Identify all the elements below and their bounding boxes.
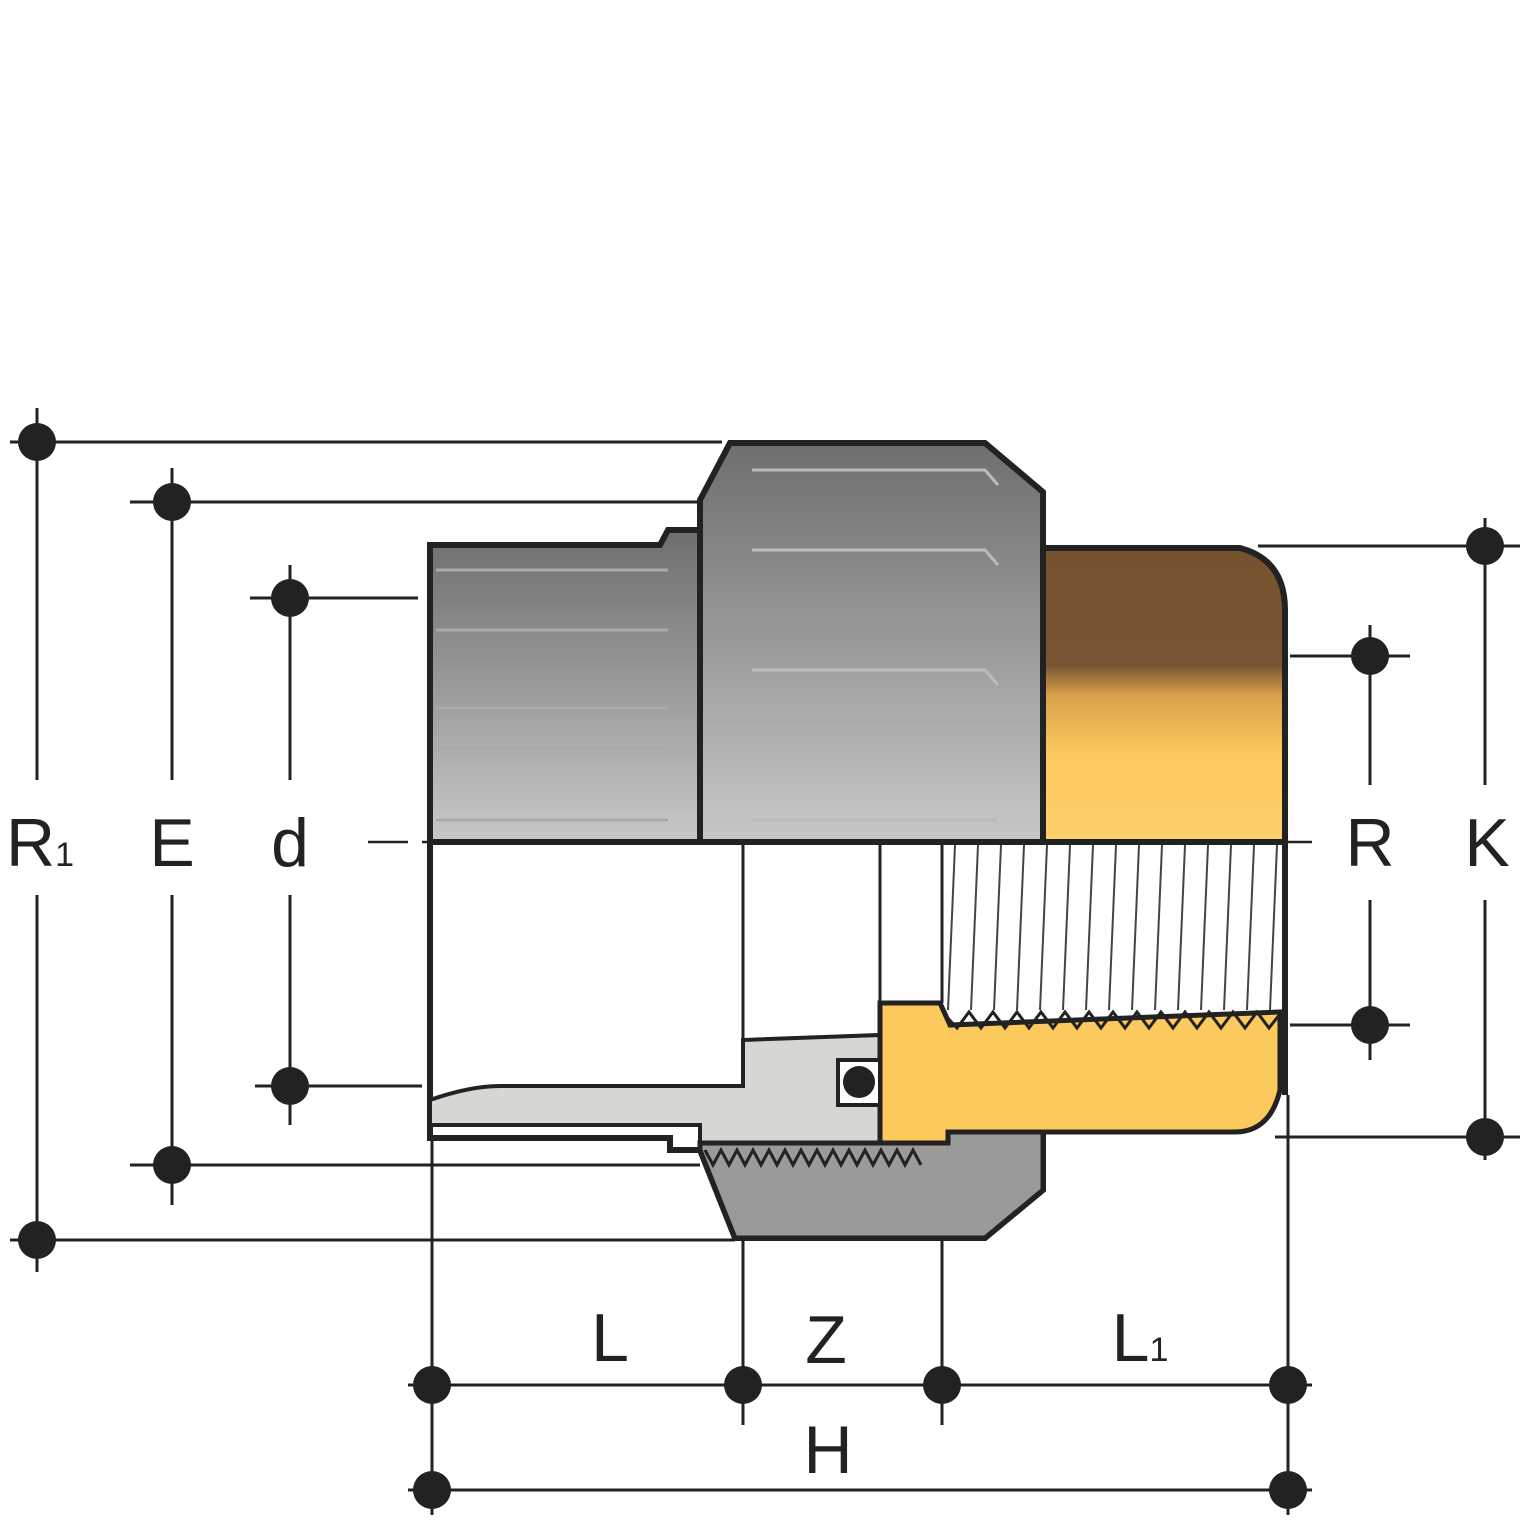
label-h: H [803, 1412, 853, 1488]
label-z: Z [805, 1302, 847, 1378]
dimension-dots [18, 423, 1504, 1509]
label-l: L [591, 1300, 629, 1376]
socket-section [428, 1032, 882, 1145]
thread-hatching [947, 844, 1278, 1011]
nut-section [697, 1129, 1046, 1241]
label-r1: R1 [5, 805, 75, 881]
label-l1: L1 [1111, 1300, 1169, 1376]
pipe-socket [427, 527, 703, 845]
brass-insert [1040, 545, 1288, 845]
union-nut [697, 440, 1046, 845]
label-d: d [271, 805, 309, 881]
label-e: E [149, 805, 195, 881]
o-ring [843, 1066, 875, 1098]
label-k: K [1464, 805, 1510, 881]
brass-section [877, 1000, 1283, 1146]
label-r: R [1345, 805, 1395, 881]
